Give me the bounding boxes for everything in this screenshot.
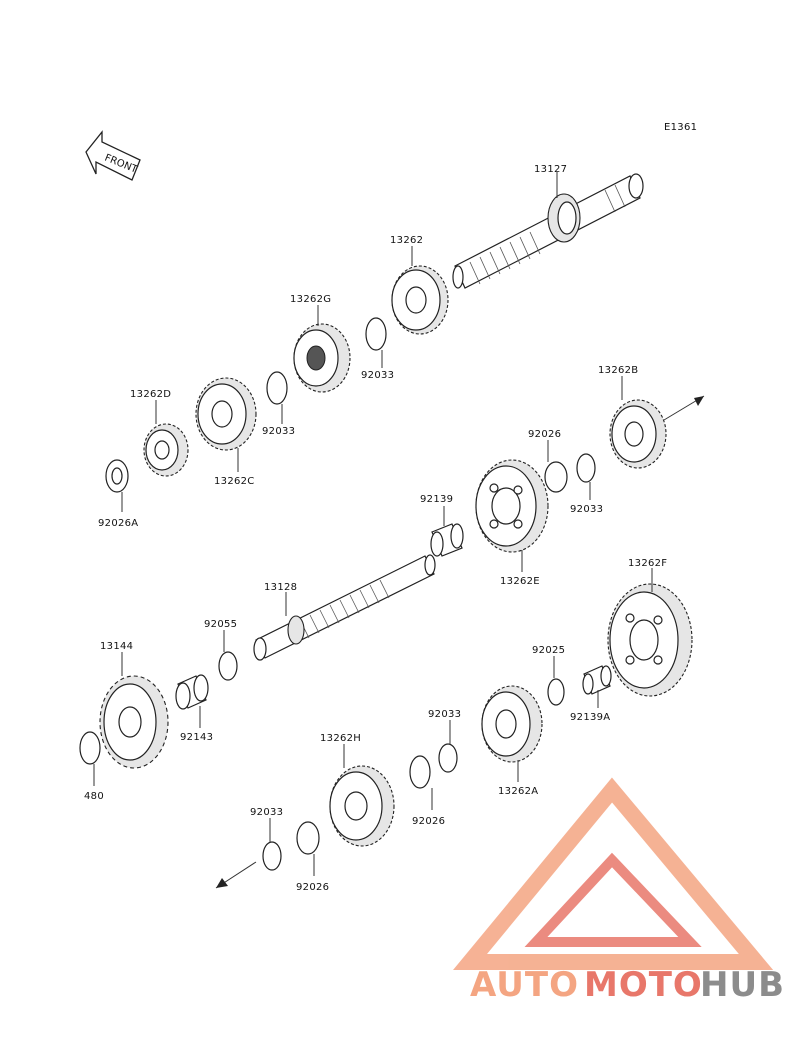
direction-arrow-icon [694,396,704,406]
label-92033-right: 92033 [570,504,603,515]
direction-arrow-icon [216,878,228,888]
circlip-92033-lower [438,743,458,773]
gear-13262C [195,377,257,451]
automotohub-logo [453,777,774,970]
logo-text-hub: HUB [700,965,785,1005]
gear-13262D [143,423,189,477]
label-13128: 13128 [264,582,297,593]
label-92026A: 92026A [98,518,138,529]
label-13127: 13127 [534,164,567,175]
label-92033-lower: 92033 [428,709,461,720]
bearing-92139 [430,523,464,557]
front-arrow-icon: FRONT [85,130,141,181]
circlip-92033-mid [266,371,288,405]
label-13262D: 13262D [130,389,171,400]
gear-13262E [475,459,549,553]
washer-92026-right [544,461,568,493]
diagram-code: E1361 [664,122,697,133]
label-13262: 13262 [390,235,423,246]
gear-13262H [329,765,395,847]
logo-text-auto: AUTO [470,965,579,1005]
label-92139A: 92139A [570,712,610,723]
label-92026-bottom: 92026 [296,882,329,893]
label-13262F: 13262F [628,558,667,569]
label-13144: 13144 [100,641,133,652]
collar-92143 [175,674,209,710]
circlip-92033-right [576,453,596,483]
label-92055: 92055 [204,619,237,630]
circlip-92033-upper [365,317,387,351]
washer-92025 [547,678,565,706]
gear-13262 [391,265,449,335]
label-92033-mid: 92033 [262,426,295,437]
gear-13262F [607,583,693,697]
circlip-92033-bottom [262,841,282,871]
gear-13262G [293,323,351,393]
oring-92055 [218,651,238,681]
label-92026-lower: 92026 [412,816,445,827]
label-13262C: 13262C [214,476,255,487]
label-13262B: 13262B [598,365,638,376]
logo-text-moto: MOTO [584,965,703,1005]
label-92139: 92139 [420,494,453,505]
label-92026-right: 92026 [528,429,561,440]
washer-92026-bottom [296,821,320,855]
output-shaft-13127 [452,173,644,289]
gear-13262A [481,685,543,763]
label-480: 480 [84,791,104,802]
label-92033-upper: 92033 [361,370,394,381]
label-92025: 92025 [532,645,565,656]
label-13262E: 13262E [500,576,540,587]
gear-13262B [609,399,667,469]
label-13262H: 13262H [320,733,361,744]
washer-92026-lower [409,755,431,789]
bearing-92139A [582,665,612,695]
drive-shaft-13128 [253,554,436,661]
label-92143: 92143 [180,732,213,743]
label-13262G: 13262G [290,294,331,305]
sprocket-13144 [99,675,169,769]
label-13262A: 13262A [498,786,538,797]
label-92033-bottom: 92033 [250,807,283,818]
washer-480 [79,731,101,765]
